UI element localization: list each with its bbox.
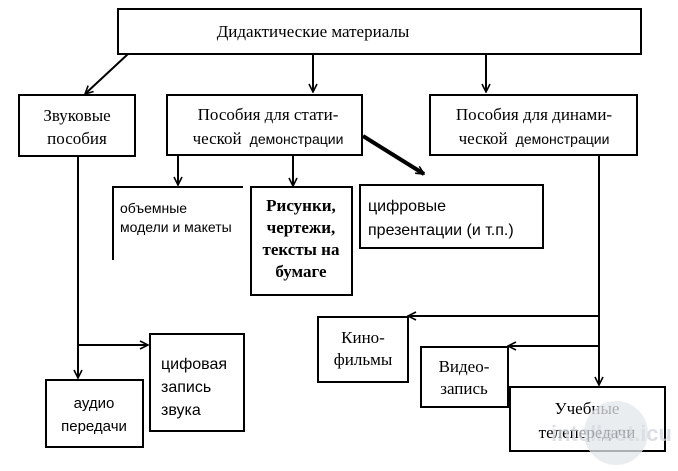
node-volume-line1: объемные xyxy=(120,200,187,216)
node-films-line2: фильмы xyxy=(334,350,393,369)
node-volume-models: объемные модели и макеты xyxy=(112,186,243,260)
node-digital-presentations: цифровые презентации (и т.п.) xyxy=(359,184,544,249)
node-audio-line1: аудио xyxy=(74,395,115,412)
node-root-label: Дидактические материалы xyxy=(217,22,410,41)
node-audio-line2: передачи xyxy=(61,418,127,435)
edge-static-digital xyxy=(361,134,424,176)
watermark: intellect.icu xyxy=(551,401,672,465)
node-static-demo: Пособия для стати- ческой демонстрации xyxy=(166,94,363,156)
node-dynamic-demo: Пособия для динами- ческой демонстрации xyxy=(429,94,638,156)
node-drawings-line4: бумаге xyxy=(275,262,327,281)
node-static-line2: ческой демонстрации xyxy=(193,129,344,148)
node-digitalrec-line3: звука xyxy=(161,402,201,419)
node-root: Дидактические материалы xyxy=(117,8,642,55)
node-audio-broadcasts: аудио передачи xyxy=(45,379,144,448)
node-drawings: Рисунки, чертежи, тексты на бумаге xyxy=(250,186,353,296)
node-sound-line2: пособия xyxy=(47,129,107,148)
node-films: Кино- фильмы xyxy=(317,316,409,383)
connectors xyxy=(78,53,599,385)
node-digital-line1: цифровые xyxy=(368,198,446,215)
node-static-line1: Пособия для стати- xyxy=(198,105,339,124)
node-sound-aids: Звуковые пособия xyxy=(18,94,136,157)
node-video-line2: запись xyxy=(440,379,488,398)
watermark-logo-icon xyxy=(584,401,648,465)
node-drawings-line3: тексты на xyxy=(263,240,340,259)
watermark-text: intellect.icu xyxy=(551,421,672,446)
node-digitalrec-line2: запись xyxy=(161,379,211,396)
node-video-recording: Видео- запись xyxy=(420,346,509,408)
edge-root-sound xyxy=(85,53,129,94)
node-dynamic-line1: Пособия для динами- xyxy=(456,105,613,124)
node-digitalrec-line1: цифовая xyxy=(161,356,227,373)
node-video-line1: Видео- xyxy=(439,357,490,376)
node-drawings-line2: чертежи, xyxy=(267,218,336,237)
node-volume-line2: модели и макеты xyxy=(120,219,232,235)
node-digital-line2: презентации (и т.п.) xyxy=(368,222,514,239)
node-dynamic-line2: ческой демонстрации xyxy=(459,129,610,148)
node-films-line1: Кино- xyxy=(341,328,385,347)
node-drawings-line1: Рисунки, xyxy=(266,196,336,215)
node-digital-recording: цифовая запись звука xyxy=(149,333,245,432)
node-sound-line1: Звуковые xyxy=(43,106,110,125)
